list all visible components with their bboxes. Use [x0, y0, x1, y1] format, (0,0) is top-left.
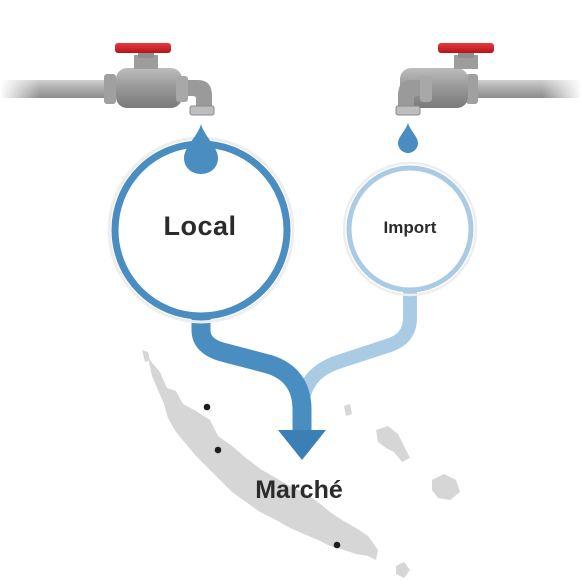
isle-of-pines — [396, 562, 410, 578]
main-island — [148, 358, 378, 560]
faucet-icon — [0, 43, 215, 116]
north-islet — [142, 350, 150, 362]
faucet-icon — [395, 43, 582, 116]
loyalty-island-2 — [432, 474, 460, 500]
market-label: Marché — [255, 476, 343, 504]
water-drop-icon — [398, 123, 418, 153]
loyalty-island-3 — [344, 404, 352, 416]
city-dot — [203, 403, 211, 411]
water-drop-icon — [184, 124, 218, 174]
local-flow — [191, 316, 312, 430]
arrow-down-icon — [278, 430, 326, 460]
loyalty-island-1 — [376, 426, 410, 462]
map-icon — [142, 350, 460, 578]
city-dot — [333, 541, 341, 549]
import-flow — [295, 290, 417, 432]
city-dot — [214, 446, 222, 454]
import-source-node — [342, 161, 478, 297]
map-city-dots — [203, 403, 341, 549]
import-label: Import — [383, 218, 437, 237]
local-label: Local — [163, 211, 237, 241]
